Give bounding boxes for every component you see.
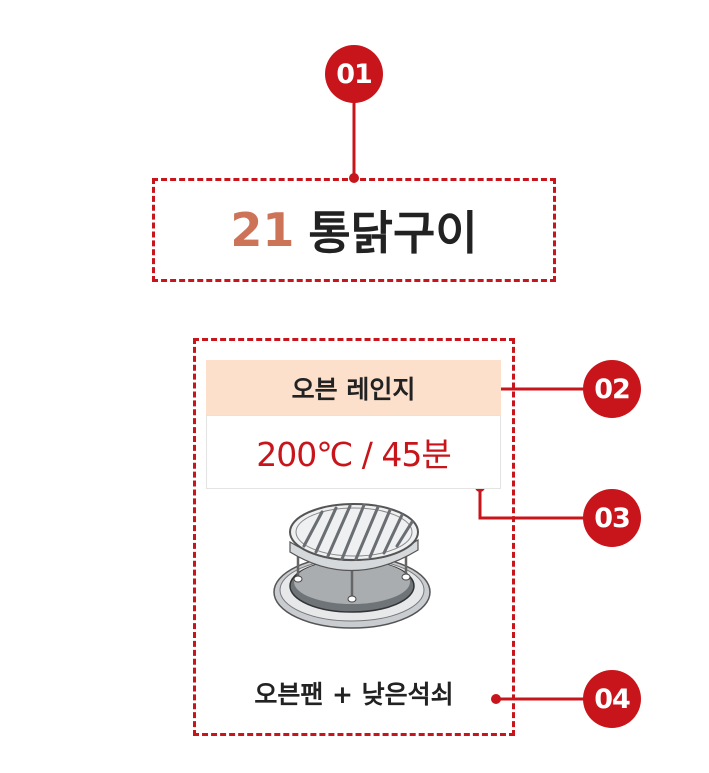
oven-pan-with-low-rack-icon xyxy=(273,503,431,629)
badge-04: 04 xyxy=(583,670,641,728)
badge-01: 01 xyxy=(325,45,383,103)
cooking-setting: 200℃ / 45분 xyxy=(206,415,501,489)
title-frame xyxy=(152,178,556,282)
badge-02: 02 xyxy=(583,360,641,418)
recipe-name: 통닭구이 xyxy=(308,206,478,260)
settings-frame xyxy=(193,338,515,736)
recipe-title: 21 통닭구이 xyxy=(152,178,556,282)
callout-line-03 xyxy=(478,487,612,520)
cooking-mode: 오븐 레인지 xyxy=(206,360,501,415)
callout-dot-04 xyxy=(491,694,501,704)
recipe-number: 21 xyxy=(230,203,295,257)
accessory-label: 오븐팬 + 낮은석쇠 xyxy=(254,680,454,709)
badge-03: 03 xyxy=(583,489,641,547)
